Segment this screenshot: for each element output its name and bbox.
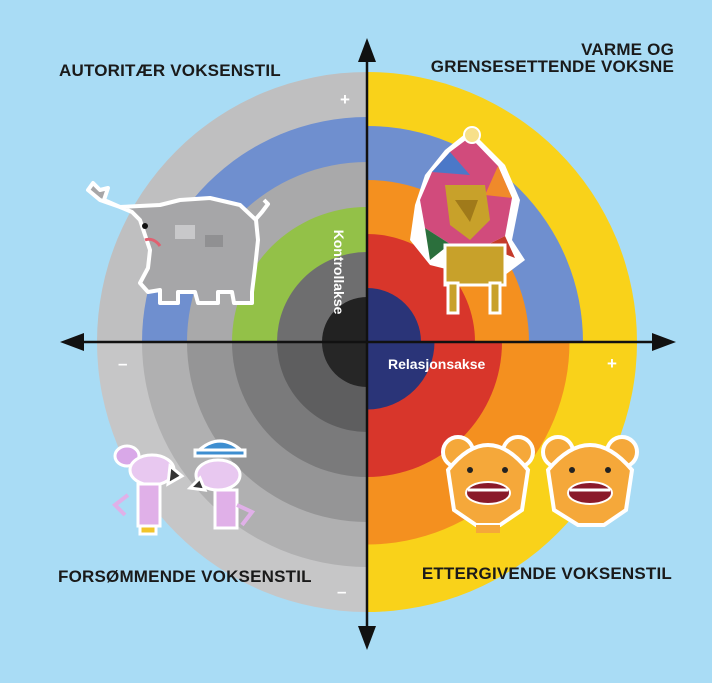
lion-icon [410, 126, 525, 315]
control-axis-label: Kontrollakse [331, 229, 347, 315]
elephant-icon [86, 181, 270, 305]
vertical-axis-top-arrow [358, 38, 376, 62]
relation-plus-sign: + [607, 354, 617, 373]
label-warm-line1: VARME OG [581, 40, 674, 59]
ring-bottom-left-6 [322, 342, 367, 387]
axes [60, 38, 676, 650]
control-plus-sign: + [340, 90, 350, 109]
label-permissive-style: ETTERGIVENDE VOKSENSTIL [421, 564, 672, 583]
mouse-left [111, 444, 185, 536]
relation-axis-label: Relasjonsakse [388, 356, 486, 372]
mice-icon [111, 439, 256, 536]
control-minus-sign: – [337, 582, 347, 601]
label-authoritarian-style: AUTORITÆR VOKSENSTIL [59, 61, 281, 80]
bear-right [541, 435, 639, 527]
ring-top-left-6 [322, 297, 367, 342]
horizontal-axis-right-arrow [652, 333, 676, 351]
bears-icon [441, 435, 639, 533]
horizontal-axis-left-arrow [60, 333, 84, 351]
bear-left [441, 435, 535, 533]
vertical-axis-bottom-arrow [358, 626, 376, 650]
ring-bottom-right-4 [367, 342, 435, 410]
label-warm-line2: GRENSESETTENDE VOKSNE [430, 57, 674, 76]
relation-minus-sign: – [118, 354, 128, 373]
mouse-right [186, 439, 256, 530]
label-neglectful-style: FORSØMMENDE VOKSENSTIL [58, 567, 312, 586]
label-warm-boundary-setting: VARME OG GRENSESETTENDE VOKSNE [431, 41, 674, 75]
ring-top-right-5 [367, 288, 421, 342]
